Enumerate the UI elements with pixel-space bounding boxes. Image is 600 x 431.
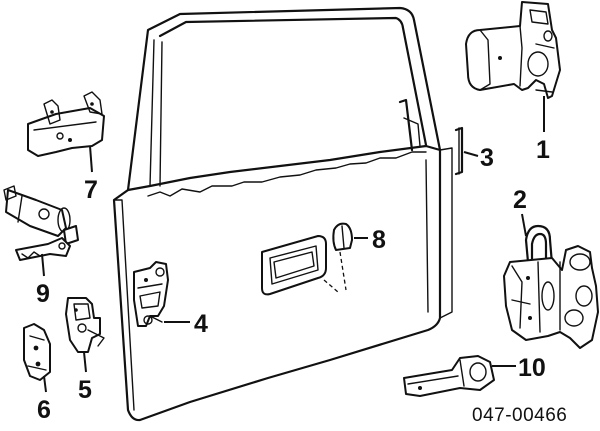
part-lock-cap xyxy=(332,222,353,251)
diagram-code: 047-00466 xyxy=(472,405,567,426)
part-door-check xyxy=(403,355,495,397)
callout-1: 1 xyxy=(536,136,550,164)
callout-6: 6 xyxy=(37,396,51,424)
part-lock-cylinder-key xyxy=(3,185,79,261)
callout-7: 7 xyxy=(84,176,98,204)
callout-3: 3 xyxy=(480,144,494,172)
callout-4: 4 xyxy=(194,310,208,338)
part-weatherstrip xyxy=(454,126,464,176)
callout-10: 10 xyxy=(518,354,546,382)
part-door-latch xyxy=(133,261,169,327)
callout-5: 5 xyxy=(78,376,92,404)
inside-handle-bezel xyxy=(261,235,339,296)
part-striker xyxy=(65,297,105,353)
part-outside-handle xyxy=(27,91,105,157)
part-striker-plate xyxy=(23,323,51,381)
part-upper-hinge xyxy=(465,1,561,99)
callout-8: 8 xyxy=(372,226,386,254)
callout-9: 9 xyxy=(36,280,50,308)
door-shell xyxy=(112,6,453,422)
callout-2: 2 xyxy=(513,186,527,214)
part-lower-hinge xyxy=(503,224,599,349)
